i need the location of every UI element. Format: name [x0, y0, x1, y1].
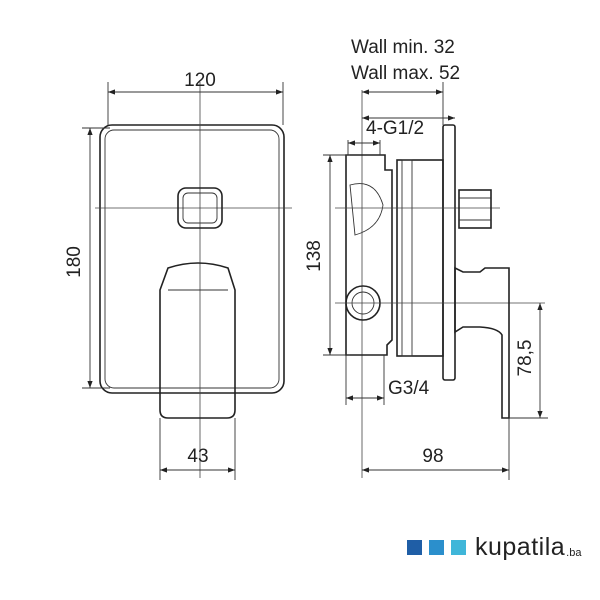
logo-tld: .ba: [566, 546, 582, 559]
diverter-nut: [458, 189, 492, 229]
cover-plate: [99, 124, 285, 394]
wall-plate: [442, 124, 456, 381]
wall-min-label: Wall min. 32: [351, 37, 455, 58]
wall-max-label: Wall max. 52: [351, 63, 460, 84]
side-lever: [454, 266, 510, 419]
logo-square-icon: [407, 540, 422, 555]
front-view: [82, 82, 292, 480]
inlet-thread-label: 4-G1/2: [366, 118, 424, 139]
lever-height-dim-label: 78,5: [515, 340, 536, 377]
width-dim-label: 120: [184, 70, 216, 91]
logo-name: kupatila: [475, 533, 566, 561]
outlet-thread-label: G3/4: [388, 378, 430, 399]
body-height-dim-label: 138: [304, 240, 325, 272]
logo-square-icon: [451, 540, 466, 555]
height-dim-label: 180: [64, 246, 85, 278]
kupatila-logo: kupatila .ba: [407, 533, 581, 562]
handle-width-dim-label: 43: [187, 446, 208, 467]
logo-square-icon: [429, 540, 444, 555]
side-view: [323, 82, 548, 480]
depth-dim-label: 98: [422, 446, 443, 467]
mixer-handle: [159, 262, 236, 419]
valve-cartridge: [345, 154, 393, 356]
diverter-button: [177, 187, 223, 229]
valve-body: [396, 159, 444, 357]
